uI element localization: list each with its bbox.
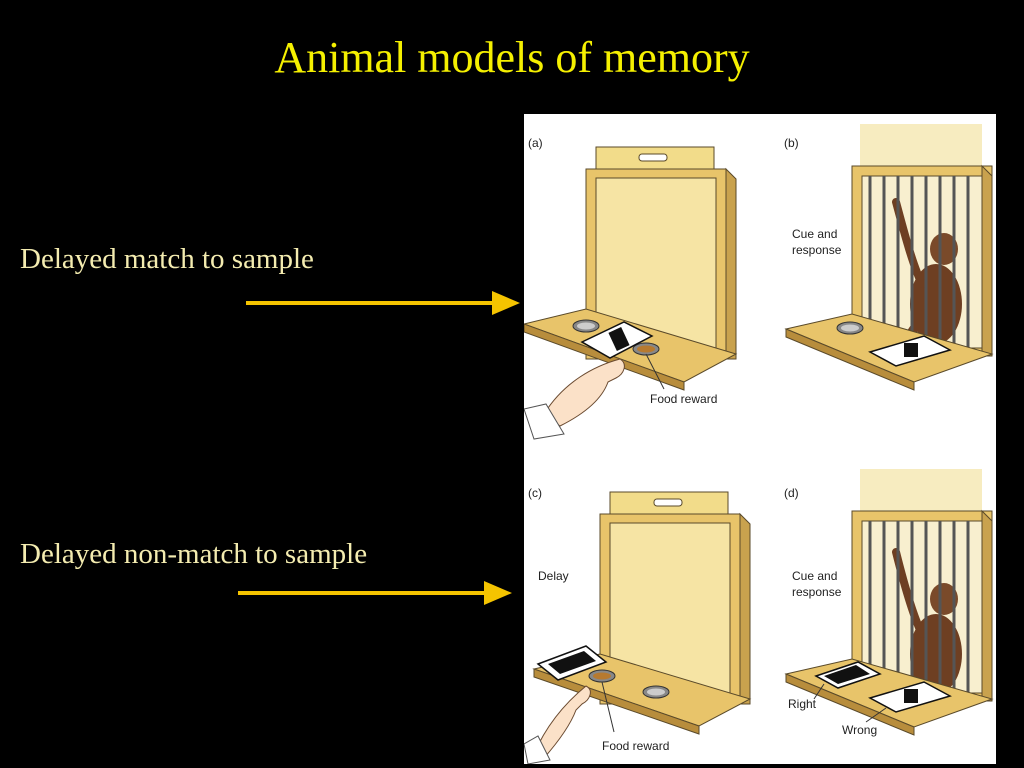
panel-c-delay-label: Delay (538, 569, 569, 583)
panel-c: (c) Delay Food reward (524, 486, 752, 764)
panel-c-letter: (c) (528, 486, 542, 500)
panel-d-letter: (d) (784, 486, 799, 500)
panel-b-letter: (b) (784, 136, 799, 150)
panel-a: (a) Food reward (524, 136, 738, 440)
panel-d: (d) Cue and response Right Wrong (784, 469, 994, 737)
panel-b-caption-line2: response (792, 243, 842, 257)
panel-d-caption-line1: Cue and (792, 569, 837, 583)
panel-b: (b) Cue and response (784, 124, 994, 391)
delayed-match-label: Delayed match to sample (20, 243, 314, 275)
panel-a-letter: (a) (528, 136, 543, 150)
panel-b-caption-line1: Cue and (792, 227, 837, 241)
panel-d-right-label: Right (788, 697, 817, 711)
delayed-nonmatch-label: Delayed non-match to sample (20, 538, 368, 570)
memory-task-figure: (a) Food reward (b) (524, 114, 996, 764)
arrow-right-icon (246, 291, 520, 315)
panel-c-caption: Food reward (602, 739, 669, 753)
panel-a-caption: Food reward (650, 392, 717, 406)
arrow-right-icon (238, 581, 512, 605)
panel-d-wrong-label: Wrong (842, 723, 877, 737)
panel-d-caption-line2: response (792, 585, 842, 599)
slide-title: Animal models of memory (274, 33, 750, 82)
